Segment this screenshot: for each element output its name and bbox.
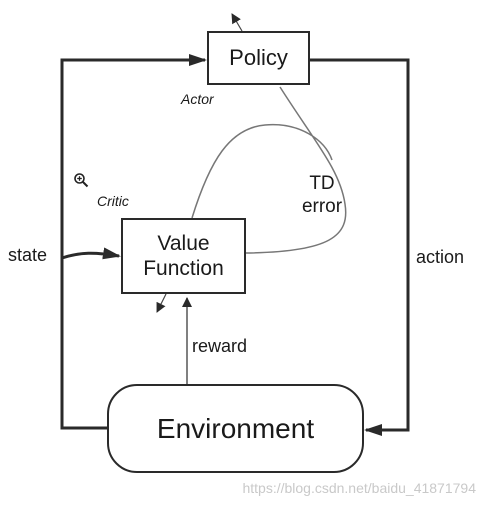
state-to-value-arrow bbox=[61, 247, 121, 260]
critic-label: Critic bbox=[97, 193, 129, 209]
action-arrow bbox=[310, 58, 410, 436]
state-to-policy-arrow bbox=[60, 54, 207, 430]
value-update-arrow bbox=[156, 293, 167, 313]
actor-label: Actor bbox=[181, 91, 214, 107]
zoom-in-icon[interactable] bbox=[73, 172, 89, 188]
policy-node: Policy bbox=[207, 31, 310, 85]
td-error-curve bbox=[191, 86, 347, 254]
environment-node: Environment bbox=[107, 384, 364, 473]
state-label: state bbox=[8, 245, 48, 265]
policy-update-arrow bbox=[231, 13, 243, 32]
watermark: https://blog.csdn.net/baidu_41871794 bbox=[242, 480, 476, 496]
reward-label: reward bbox=[192, 336, 248, 356]
action-label: action bbox=[416, 247, 465, 267]
value-function-node: Value Function bbox=[121, 218, 246, 294]
td-error-label: TD error bbox=[301, 173, 343, 217]
